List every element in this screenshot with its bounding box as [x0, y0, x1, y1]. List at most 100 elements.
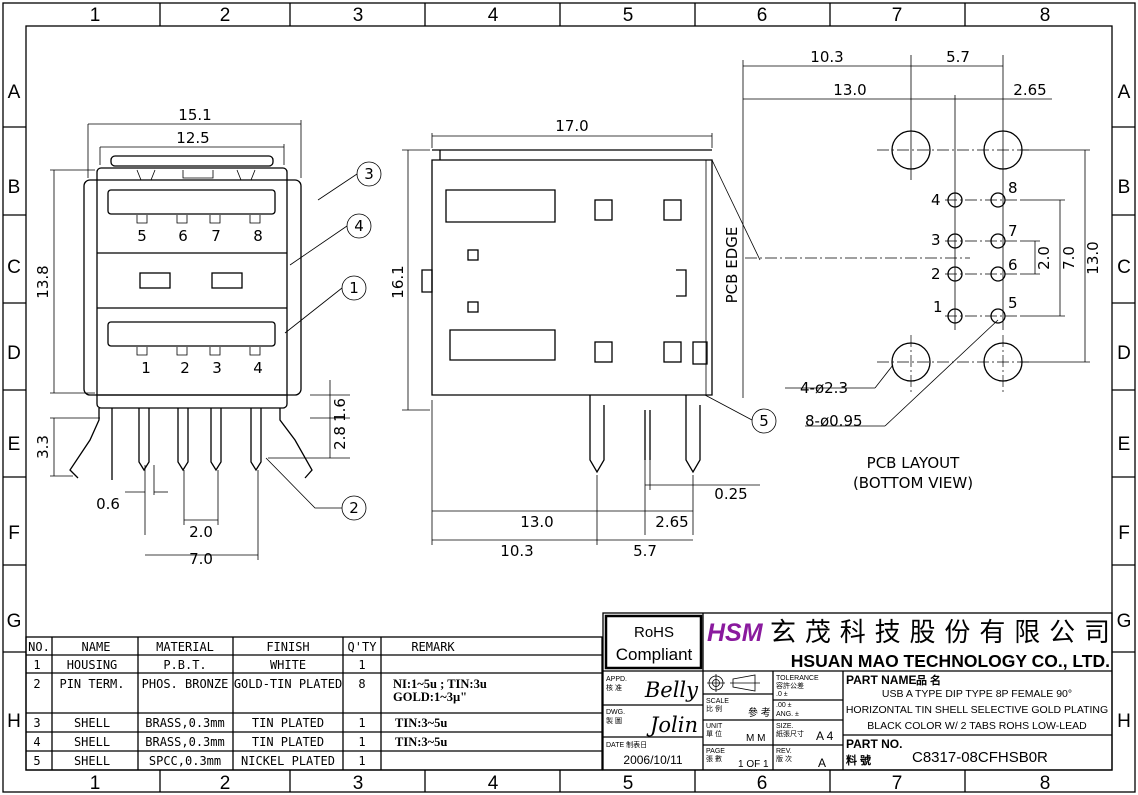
pcb-layout: 1 2 3 4 5 6 7 8 10.3 5.7 13.0 2.65 2.0 7…	[742, 48, 1102, 492]
pcb-pin-label: 8	[1008, 179, 1018, 197]
pin-hole	[990, 266, 1006, 282]
bom-qty: 1	[358, 735, 365, 749]
bom-header-cell: MATERIAL	[156, 640, 214, 654]
unit-label-cn: 單 位	[706, 729, 722, 738]
bom-qty: 1	[358, 658, 365, 672]
bom-finish: TIN PLATED	[252, 716, 324, 730]
part-name-label-cn: 品 名	[916, 673, 941, 687]
zone-column-labels-top: 1 2 3 4 5 6 7 8	[90, 5, 1051, 26]
tolerance-row: .00 ±	[776, 702, 792, 709]
bom-finish: WHITE	[270, 658, 306, 672]
part-name-line: HORIZONTAL TIN SHELL SELECTIVE GOLD PLAT…	[846, 704, 1108, 716]
zone-row: H	[1117, 711, 1131, 732]
bom-no: 5	[33, 754, 40, 768]
part-no-label-cn: 料 號	[846, 753, 871, 767]
bom-header-cell: REMARK	[411, 640, 455, 654]
appd-label-cn: 核 准	[606, 683, 622, 692]
dwg-label: DWG.	[606, 709, 625, 716]
side-view: 5 17.0 16.1 13.0 2.65 10.3 5.7 0.25 PCB …	[389, 117, 777, 560]
rev-value: A	[818, 756, 826, 770]
mounting-hole	[983, 342, 1023, 382]
zone-row: A	[1118, 82, 1131, 103]
pcb-dim-2: 2.0	[1035, 246, 1053, 270]
dim-pin-pitch: 2.0	[189, 523, 213, 541]
zone-row: D	[7, 343, 21, 364]
pcb-pin-label: 5	[1008, 294, 1018, 312]
part-name-line: BLACK COLOR W/ 2 TABS ROHS LOW-LEAD	[867, 720, 1087, 732]
balloon-1: 1	[349, 279, 359, 297]
rev-label: REV.	[776, 748, 792, 755]
scale-value: 參 考	[748, 706, 771, 719]
balloon-5: 5	[759, 412, 769, 430]
part-number: C8317-08CFHSB0R	[912, 749, 1048, 766]
table-row: 5 SHELL SPCC,0.3mm NICKEL PLATED 1	[33, 754, 365, 768]
pcb-dim-5-7: 5.7	[946, 48, 970, 66]
dim-side-2-65: 2.65	[655, 513, 688, 531]
pin-hole	[947, 233, 963, 249]
pin-label: 7	[211, 227, 221, 245]
rohs-line1: RoHS	[634, 624, 674, 641]
tolerance-row: ANG. ±	[776, 711, 799, 718]
pin-label: 4	[253, 359, 263, 377]
dim-pin-length: 2.8	[331, 426, 349, 450]
pcb-dim-7: 7.0	[1060, 246, 1078, 270]
zone-row: E	[1118, 434, 1131, 455]
dim-tab-length: 3.3	[34, 435, 52, 459]
zone-col: 8	[1040, 5, 1051, 26]
company-name-en: HSUAN MAO TECHNOLOGY CO., LTD.	[791, 651, 1110, 671]
bom-name: SHELL	[74, 716, 110, 730]
bom-qty: 8	[358, 677, 365, 691]
rev-label-cn: 版 次	[776, 754, 792, 763]
dwg-label-cn: 製 圖	[606, 716, 622, 725]
mounting-holes	[891, 130, 1023, 382]
zone-row-labels-right: A B C D E F G H	[1117, 82, 1132, 732]
bom-name: SHELL	[74, 754, 110, 768]
zone-row: E	[8, 434, 21, 455]
zone-row: F	[8, 523, 20, 544]
pcb-pin-label: 6	[1008, 256, 1018, 274]
bom-no: 1	[33, 658, 40, 672]
pin-label: 1	[141, 359, 151, 377]
zone-row: C	[7, 257, 21, 278]
pcb-pin-label: 4	[931, 191, 941, 209]
zone-row: G	[1117, 611, 1132, 632]
approver-signature: Belly	[644, 678, 699, 702]
mounting-hole-callout: 4-ø2.3	[800, 379, 848, 397]
pin-hole	[990, 308, 1006, 324]
pcb-layout-title: PCB LAYOUT	[867, 454, 961, 472]
bom-remark: NI:1~5u ; TIN:3u	[393, 677, 487, 691]
bom-header-cell: NAME	[82, 640, 111, 654]
bom-header: NO. NAME MATERIAL FINISH Q'TY REMARK	[28, 640, 455, 654]
table-row: 2 PIN TERM. PHOS. BRONZE GOLD-TIN PLATED…	[33, 677, 486, 704]
bom-remark: TIN:3~5u	[395, 716, 447, 730]
pcb-pin-label: 1	[933, 298, 943, 316]
pcb-pin-label: 7	[1008, 222, 1018, 240]
zone-col: 8	[1040, 773, 1051, 794]
bom-material: P.B.T.	[163, 658, 206, 672]
pcb-pin-label: 3	[931, 231, 941, 249]
page-label: PAGE	[706, 748, 725, 755]
zone-col: 3	[353, 773, 364, 794]
dim-side-10-3: 10.3	[500, 542, 533, 560]
zone-dividers	[3, 3, 1135, 792]
zone-col: 6	[757, 5, 768, 26]
pcb-dim-2-65: 2.65	[1013, 81, 1046, 99]
zone-col: 7	[892, 773, 903, 794]
dim-pin-width: 0.6	[96, 495, 120, 513]
balloon-3: 3	[364, 165, 374, 183]
bom-header-cell: NO.	[28, 640, 50, 654]
appd-label: APPD.	[606, 676, 627, 683]
tolerance-label-cn: 容許公差	[776, 681, 804, 690]
zone-col: 2	[220, 5, 231, 26]
bom-material: BRASS,0.3mm	[145, 716, 224, 730]
bom-finish: TIN PLATED	[252, 735, 324, 749]
bom-qty: 1	[358, 716, 365, 730]
front-view: 15.1 12.5 13.8 1.6 2.8 3.3 0.6 2.0 7.0 5…	[34, 106, 382, 568]
zone-col: 4	[488, 773, 499, 794]
bom-name: HOUSING	[67, 658, 118, 672]
bom-no: 4	[33, 735, 40, 749]
page-value: 1 OF 1	[738, 759, 769, 770]
pin-label: 6	[178, 227, 188, 245]
bom-remark: GOLD:1~3µ"	[393, 690, 467, 704]
